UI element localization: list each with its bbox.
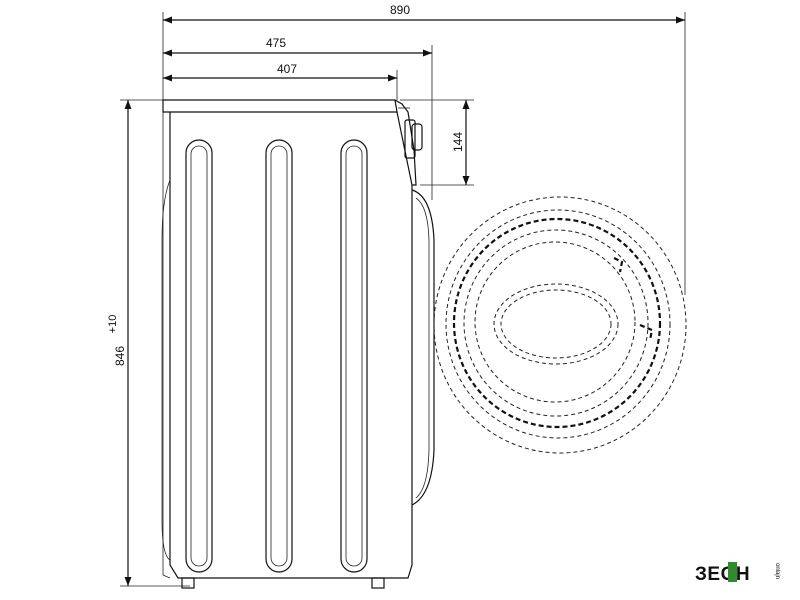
door-glass-inner xyxy=(500,289,612,359)
side-rib-2 xyxy=(265,139,293,573)
door-ring-2 xyxy=(445,209,671,439)
side-rib-1 xyxy=(185,139,213,573)
side-rib-1-inner xyxy=(190,145,208,567)
door-glass xyxy=(493,283,619,365)
door-profile xyxy=(411,189,435,506)
control-panel-front xyxy=(394,99,417,186)
door-hinge-notch xyxy=(613,257,624,273)
brand-logo-text: ЗЕОН xyxy=(695,564,750,585)
door-profile-inner xyxy=(415,197,430,499)
door-outer-ring xyxy=(433,196,687,454)
brand-logo-accent xyxy=(728,562,737,582)
dimension-label-890: 890 xyxy=(390,3,410,17)
brand-logo-suffix: onlajn xyxy=(774,563,780,579)
door-swing-view xyxy=(433,196,687,454)
foot-rear xyxy=(181,577,195,589)
body-back-edge xyxy=(162,112,171,579)
brand-logo: ЗЕОН onlajn xyxy=(695,562,780,585)
body-outline xyxy=(169,111,413,579)
dimension-label-144: 144 xyxy=(451,132,465,152)
dimension-label-tolerance: +10 xyxy=(107,315,119,334)
top-lid xyxy=(162,99,398,113)
side-rib-3-inner xyxy=(345,145,363,567)
machine-side-view xyxy=(161,99,435,589)
control-panel-panel xyxy=(404,119,416,159)
program-knob xyxy=(411,123,423,151)
dimension-label-475: 475 xyxy=(266,36,286,50)
dimension-label-846: 846 xyxy=(113,346,127,366)
dimension-label-407: 407 xyxy=(277,62,297,76)
side-rib-3 xyxy=(340,139,368,573)
door-handle-notch xyxy=(639,323,654,341)
door-ring-3 xyxy=(452,217,662,429)
foot-front xyxy=(371,577,385,589)
side-rib-2-inner xyxy=(270,145,288,567)
door-ring-5 xyxy=(474,241,636,403)
body-rear-curve xyxy=(161,179,171,561)
door-ring-4 xyxy=(463,229,649,417)
